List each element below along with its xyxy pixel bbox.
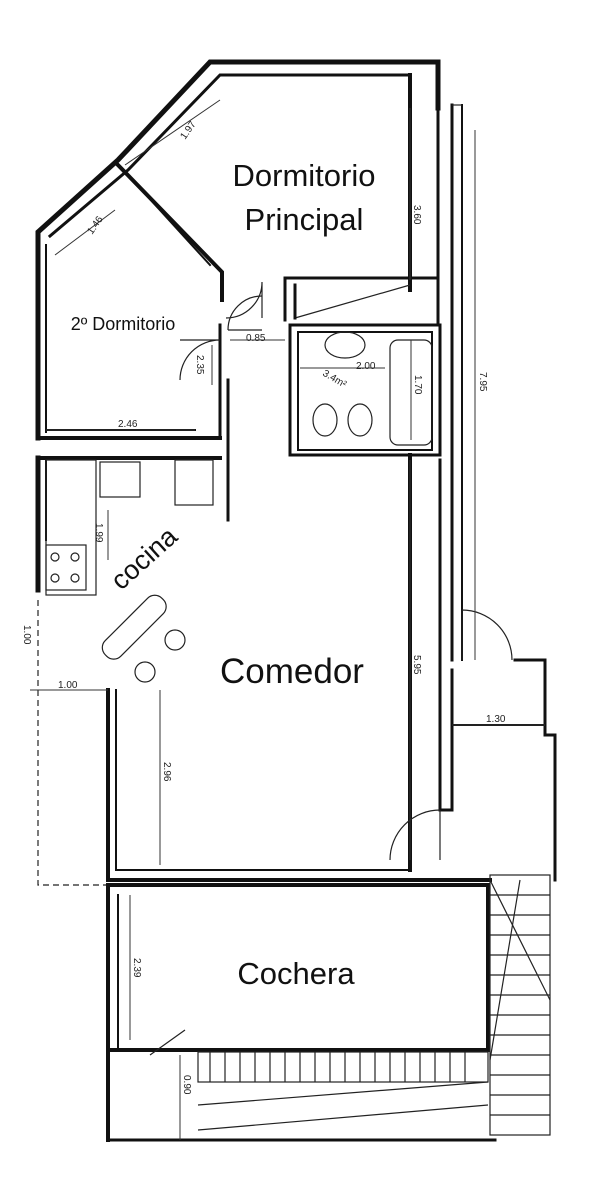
washbasin — [324, 331, 366, 359]
fixtures — [45, 331, 433, 683]
dim-1-70: 1.70 — [412, 375, 423, 395]
stool — [134, 661, 156, 683]
door-left-bedroom2 — [179, 339, 221, 381]
burner — [50, 573, 60, 583]
dim-1-00-vertical: 1.00 — [21, 625, 32, 645]
door-bedroom2 — [227, 295, 263, 331]
dim-3-60: 3.60 — [411, 205, 422, 225]
burner — [70, 552, 80, 562]
kitchen-counter — [45, 459, 97, 596]
dim-0-90: 0.90 — [181, 1075, 192, 1095]
dim-1-00-horizontal: 1.00 — [58, 680, 78, 691]
doors — [149, 281, 513, 1056]
label-cocina: cocina — [105, 520, 184, 595]
dim-1-97: 1.97 — [178, 119, 198, 142]
bath-area-annotation: 3.4m² — [321, 368, 349, 391]
bidet — [347, 403, 373, 437]
stool — [164, 629, 186, 651]
dim-2-46: 2.46 — [118, 419, 138, 430]
dim-1-99: 1.99 — [93, 523, 104, 543]
door-patio — [461, 609, 513, 661]
stove — [45, 544, 87, 591]
dim-5-95: 5.95 — [411, 655, 422, 675]
label-cochera: Cochera — [237, 956, 355, 991]
label-comedor: Comedor — [220, 652, 364, 691]
dim-7-95: 7.95 — [477, 372, 488, 392]
kitchen-sink — [99, 461, 141, 498]
dim-0-85: 0.85 — [246, 333, 266, 344]
bar-counter — [101, 594, 167, 660]
dimension-lines — [30, 99, 545, 1140]
dim-1-30: 1.30 — [486, 714, 506, 725]
stairs-bottom — [197, 1051, 489, 1131]
label-segundo-dormitorio: 2º Dormitorio — [71, 314, 176, 334]
door-master — [225, 281, 263, 319]
burner — [50, 552, 60, 562]
dim-2-00: 2.00 — [356, 361, 376, 372]
door-comedor-exit — [389, 809, 441, 861]
toilet — [312, 403, 338, 437]
label-dormitorio-principal-1: Dormitorio — [233, 158, 376, 193]
burner — [70, 573, 80, 583]
stairs-right — [489, 874, 551, 1136]
dim-1-46: 1.46 — [85, 214, 105, 237]
dim-2-35: 2.35 — [194, 355, 205, 375]
door-cochera — [149, 1029, 186, 1056]
fridge — [174, 459, 214, 506]
dim-2-96: 2.96 — [161, 762, 172, 782]
label-dormitorio-principal-2: Principal — [245, 202, 364, 237]
dim-2-39: 2.39 — [131, 958, 142, 978]
